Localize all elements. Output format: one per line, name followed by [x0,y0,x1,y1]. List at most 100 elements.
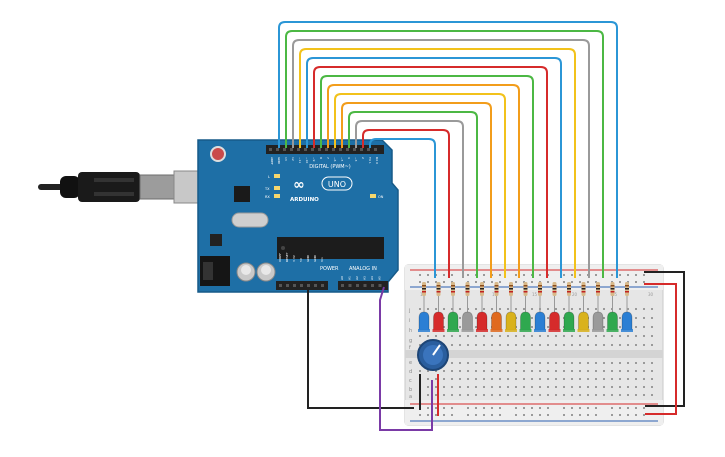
led[interactable] [534,311,546,331]
digital-pin[interactable] [325,148,328,151]
digital-pin[interactable] [283,148,286,151]
led[interactable] [505,311,517,331]
breadboard-hole [595,344,597,346]
led-rx [274,194,280,198]
led[interactable] [462,311,473,331]
supply-wires[interactable] [307,271,685,431]
analog-pin[interactable] [356,284,359,287]
signal-wire[interactable] [355,120,464,278]
analog-pin[interactable] [378,284,382,287]
breadboard-hole [547,344,549,346]
led[interactable] [607,311,618,331]
ground-rail-jumper[interactable] [644,271,685,407]
led[interactable] [520,311,531,331]
analog-pin[interactable] [363,284,367,287]
power-pin[interactable] [321,284,324,287]
rail-hole [571,281,573,283]
led[interactable] [491,311,502,331]
signal-wires[interactable] [278,21,618,278]
digital-pin[interactable] [311,148,314,151]
row-letter-b: b [409,387,412,393]
power-pin[interactable] [293,284,296,287]
analog-signal-wire[interactable] [379,286,433,431]
led[interactable] [418,311,430,331]
signal-wire[interactable] [299,48,576,278]
signal-wire[interactable] [334,93,506,278]
usb-cable[interactable] [38,170,205,204]
digital-pin[interactable] [360,148,363,151]
breadboard-hole [523,386,525,388]
rail-hole [579,407,581,409]
power-pin[interactable] [314,284,317,287]
digital-pin-label: 7 [326,157,330,159]
led[interactable] [447,311,459,331]
digital-pin[interactable] [353,148,356,151]
breadboard-hole [459,394,461,396]
digital-pin[interactable] [269,148,272,151]
led-array[interactable] [418,282,633,332]
digital-pin[interactable] [367,148,370,151]
signal-wire[interactable] [306,57,562,278]
digital-pin[interactable] [290,148,293,151]
signal-wire[interactable] [341,102,492,278]
breadboard-hole [443,394,445,396]
atmega-chip [277,237,384,259]
digital-pin-label: ~3 [354,157,358,162]
digital-pin-label: TX 1 [368,156,372,164]
breadboard-hole [547,386,549,388]
digital-pin[interactable] [332,148,335,151]
power-rail-jumper[interactable] [644,283,677,415]
breadboard-hole [475,386,477,388]
signal-wire[interactable] [285,30,604,278]
signal-wire[interactable] [320,75,534,278]
led[interactable] [578,311,589,331]
rail-hole [427,407,429,409]
power-pin[interactable] [279,284,282,287]
breadboard-hole [627,378,629,380]
digital-pin[interactable] [374,148,377,151]
rail-hole [499,281,501,283]
power-pin[interactable] [300,284,303,287]
digital-pin[interactable] [304,148,307,151]
analog-pin[interactable] [341,284,344,287]
signal-wire[interactable] [313,66,548,278]
power-pin[interactable] [286,284,289,287]
analog-header[interactable] [338,281,388,290]
breadboard-hole [603,378,605,380]
breadboard-hole [523,370,525,372]
led[interactable] [433,311,444,331]
signal-wire[interactable] [278,21,618,278]
breadboard-hole [587,344,589,346]
analog-pin[interactable] [348,284,352,287]
analog-pin[interactable] [371,284,374,287]
digital-pin[interactable] [318,148,321,151]
power-pin[interactable] [307,284,310,287]
digital-pin[interactable] [339,148,342,151]
breadboard-hole [627,344,629,346]
led[interactable] [563,311,575,331]
breadboard-hole [531,386,533,388]
digital-pin[interactable] [297,148,300,151]
breadboard-hole [491,344,493,346]
breadboard-hole [587,370,589,372]
breadboard-hole [563,394,565,396]
analog-pin-label: A4 [370,276,374,280]
rail-hole [595,274,597,276]
led[interactable] [549,311,560,331]
reset-button[interactable] [210,146,226,162]
digital-pin[interactable] [276,148,279,151]
signal-wire[interactable] [369,138,436,278]
potentiometer[interactable] [417,339,449,371]
signal-wire[interactable] [292,39,590,278]
signal-wire[interactable] [327,84,520,278]
ground-wire[interactable] [307,287,414,409]
digital-pin[interactable] [346,148,349,151]
led[interactable] [621,311,633,331]
signal-wire[interactable] [348,111,478,278]
led[interactable] [476,311,488,331]
row-letter-j: j [408,308,410,314]
signal-wire[interactable] [362,129,450,278]
led[interactable] [592,311,604,331]
